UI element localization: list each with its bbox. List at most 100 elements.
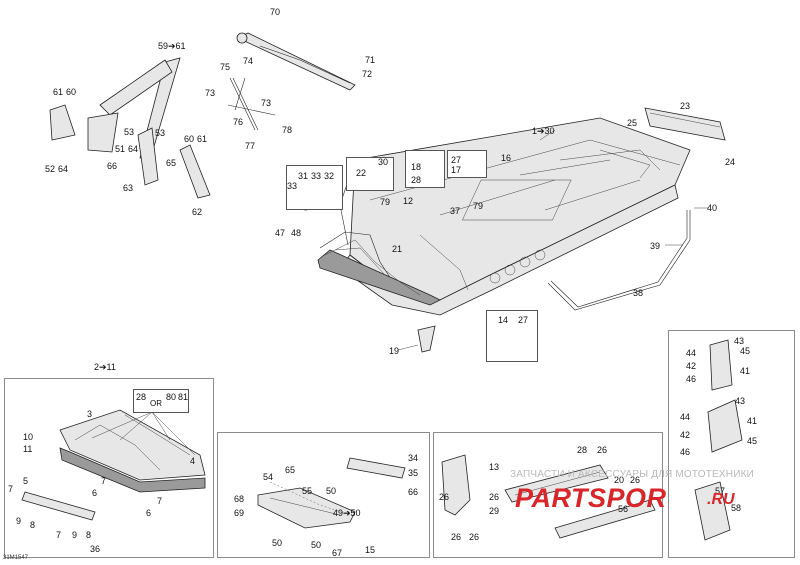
callout-label: 45 bbox=[740, 346, 751, 356]
rails-15-20 bbox=[441, 454, 656, 539]
panel-rail-assembly bbox=[433, 432, 663, 558]
callout-label: 50 bbox=[326, 486, 337, 496]
callout-label: 50 bbox=[311, 540, 322, 550]
callout-label: 72 bbox=[362, 69, 373, 79]
callout-label: 59➔61 bbox=[158, 41, 186, 51]
figure-id: 31M1547 bbox=[3, 555, 29, 561]
callout-label: 26 bbox=[489, 492, 500, 502]
callout-label: 64 bbox=[58, 164, 69, 174]
callout-label: 79 bbox=[380, 197, 391, 207]
rail-23 bbox=[644, 107, 726, 141]
callout-label: 39 bbox=[650, 241, 661, 251]
callout-label: 7 bbox=[157, 496, 163, 506]
box-31-33 bbox=[286, 165, 343, 210]
callout-label: 62 bbox=[192, 207, 203, 217]
callout-label: 14 bbox=[498, 315, 509, 325]
callout-label: 22 bbox=[356, 168, 367, 178]
lower-frame bbox=[21, 409, 206, 521]
callout-label: 12 bbox=[403, 196, 414, 206]
callout-label: 26 bbox=[439, 492, 450, 502]
callout-label: 26 bbox=[469, 532, 480, 542]
callout-label: 25 bbox=[627, 118, 638, 128]
callout-label: 3 bbox=[87, 409, 93, 419]
callout-label: 40 bbox=[707, 203, 718, 213]
callout-label: 32 bbox=[324, 171, 335, 181]
callout-label: 7 bbox=[101, 476, 107, 486]
callout-label: 24 bbox=[725, 157, 736, 167]
callout-label: 16 bbox=[501, 153, 512, 163]
callout-label: 64 bbox=[128, 144, 139, 154]
callout-label: 2➔11 bbox=[94, 362, 116, 372]
callout-label: 71 bbox=[365, 55, 376, 65]
callout-label: 33 bbox=[287, 181, 298, 191]
callout-label: 26 bbox=[630, 475, 641, 485]
callout-label: 41 bbox=[747, 416, 758, 426]
front-bracket bbox=[49, 57, 211, 199]
watermark-logo: PARTSPOR bbox=[515, 483, 667, 513]
callout-label: 11 bbox=[23, 444, 33, 454]
callout-label: 76 bbox=[233, 117, 244, 127]
callout-label: 43 bbox=[734, 336, 745, 346]
callout-label: 51 bbox=[115, 144, 126, 154]
plate-34 bbox=[257, 457, 406, 529]
callout-label: 41 bbox=[740, 366, 751, 376]
callout-label: 30 bbox=[378, 157, 389, 167]
callout-label: 7 bbox=[56, 530, 62, 540]
callout-label: 4 bbox=[190, 456, 196, 466]
panel-side-brackets bbox=[668, 330, 795, 558]
bracket-56-58 bbox=[694, 481, 731, 541]
callout-label: 50 bbox=[272, 538, 283, 548]
callout-label: 20 bbox=[614, 475, 625, 485]
callout-label: 27 bbox=[451, 155, 462, 165]
or-label: OR bbox=[150, 399, 162, 408]
callout-label: 44 bbox=[686, 348, 697, 358]
callout-label: 67 bbox=[332, 548, 343, 558]
side-bracket-b bbox=[707, 399, 743, 453]
callout-label: 10 bbox=[23, 432, 34, 442]
callout-label: 69 bbox=[234, 508, 245, 518]
callout-label: 37 bbox=[450, 206, 461, 216]
callout-label: 33 bbox=[311, 171, 322, 181]
callout-label: 45 bbox=[747, 436, 758, 446]
side-bracket-a bbox=[709, 339, 733, 391]
callout-label: 5 bbox=[23, 476, 29, 486]
callout-label: 47 bbox=[275, 228, 286, 238]
callout-label: 28 bbox=[411, 175, 422, 185]
callout-label: 15 bbox=[365, 545, 376, 555]
callout-label: 18 bbox=[411, 162, 422, 172]
callout-label: 81 bbox=[178, 392, 189, 402]
callout-label: 66 bbox=[408, 487, 419, 497]
callout-label: 23 bbox=[680, 101, 691, 111]
callout-label: 80 bbox=[166, 392, 177, 402]
callout-label: 48 bbox=[291, 228, 302, 238]
callout-label: 29 bbox=[489, 506, 500, 516]
callout-label: 74 bbox=[243, 56, 254, 66]
callout-label: 6 bbox=[146, 508, 152, 518]
callout-label: 26 bbox=[597, 445, 608, 455]
callout-label: 65 bbox=[285, 465, 296, 475]
callout-label: 66 bbox=[107, 161, 118, 171]
callout-label: 31 bbox=[298, 171, 309, 181]
callout-label: 49➔50 bbox=[333, 508, 361, 518]
callout-label: 26 bbox=[451, 532, 462, 542]
steering-arm bbox=[236, 32, 356, 91]
callout-label: 60 bbox=[184, 134, 195, 144]
watermark-tagline: ЗАПЧАСТИ И АКСЕССУАРЫ ДЛЯ МОТОТЕХНИКИ bbox=[510, 469, 755, 480]
callout-label: 34 bbox=[408, 453, 419, 463]
callout-label: 6 bbox=[92, 488, 98, 498]
leader-lines bbox=[91, 129, 708, 456]
callout-label: 77 bbox=[245, 141, 256, 151]
callout-label: 42 bbox=[680, 430, 691, 440]
callout-label: 55 bbox=[302, 486, 313, 496]
callout-label: 73 bbox=[261, 98, 272, 108]
callout-label: 9 bbox=[16, 516, 22, 526]
bracket-19 bbox=[417, 325, 436, 353]
callout-label: 36 bbox=[90, 544, 101, 554]
callout-label: 46 bbox=[686, 374, 697, 384]
callout-label: 27 bbox=[518, 315, 529, 325]
callout-label: 63 bbox=[123, 183, 134, 193]
box-27 bbox=[447, 150, 487, 178]
callout-label: 70 bbox=[270, 7, 281, 17]
callout-label: 28 bbox=[136, 392, 147, 402]
